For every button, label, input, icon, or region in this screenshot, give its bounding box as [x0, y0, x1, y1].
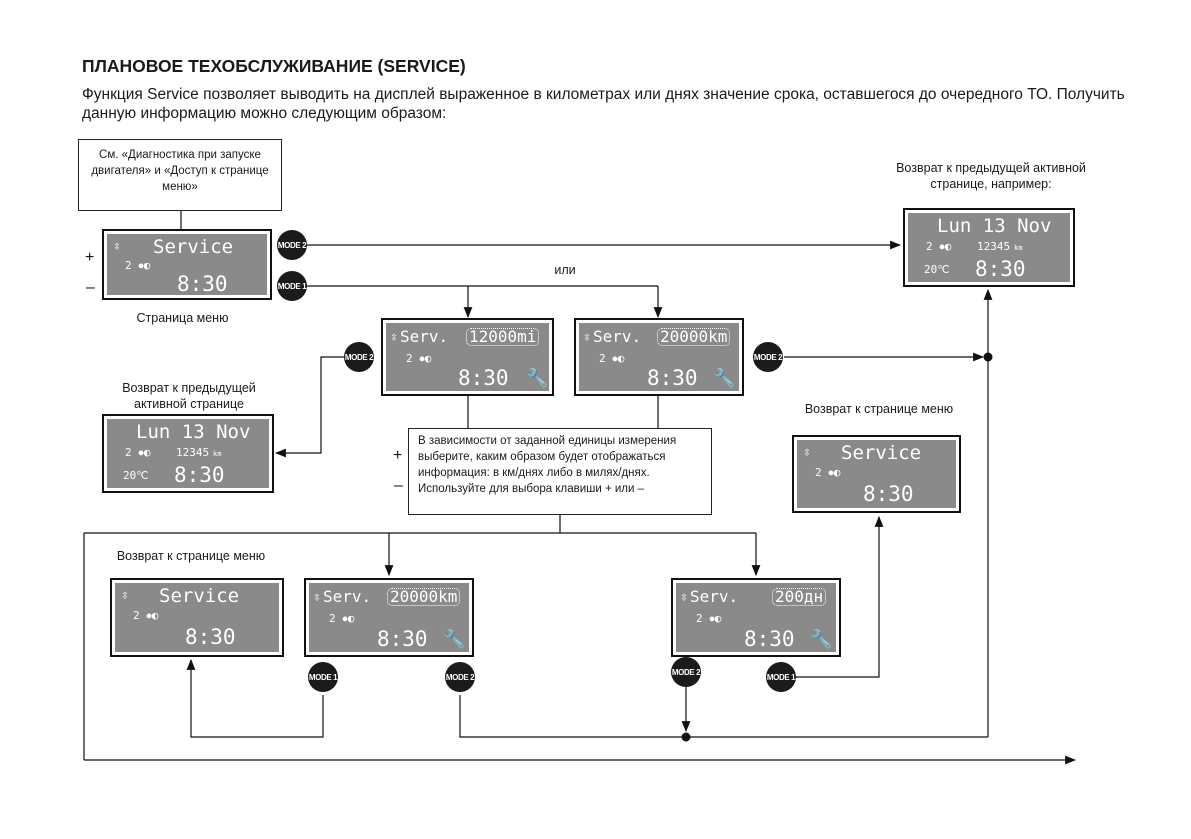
plus-key-label: + [393, 447, 403, 464]
selector-arrows-icon: ⇳ [113, 239, 121, 254]
mode2-button[interactable]: MODE 2 [445, 662, 475, 692]
clock-display: 8:30 [863, 482, 914, 506]
page-heading: ПЛАНОВОЕ ТЕХОБСЛУЖИВАНИЕ (SERVICE) [82, 56, 466, 76]
wrench-icon: 🔧 [810, 629, 833, 650]
service-km-value: 20000km [657, 328, 731, 346]
gear-lights-indicator: 2 ⦁◐ [125, 259, 151, 272]
serv-label: Serv. [323, 587, 372, 606]
odometer-value: 12345 [176, 446, 210, 459]
temperature-display: 20℃ [924, 263, 950, 276]
temperature-display: 20℃ [123, 469, 149, 482]
mode2-button[interactable]: MODE 2 [671, 657, 701, 687]
gear-lights-indicator: 2 ⦁◐ [406, 352, 432, 365]
service-menu-text: Service [159, 585, 240, 607]
service-menu-text: Service [153, 236, 234, 258]
menu-service-display: ⇳ Service 2 ⦁◐ 8:30 [102, 229, 272, 300]
selector-arrows-icon: ⇳ [121, 588, 129, 603]
service-km-display: ⇳ Serv. 20000km 2 ⦁◐ 8:30 🔧 [304, 578, 474, 657]
serv-label: Serv. [690, 587, 739, 606]
gear-lights-indicator: 2 ⦁◐ [599, 352, 625, 365]
serv-label: Serv. [400, 327, 449, 346]
clock-display: 8:30 [177, 272, 228, 295]
service-days-value: 200дн [772, 588, 827, 606]
clock-display: 8:30 [744, 627, 795, 651]
serv-label: Serv. [593, 327, 642, 346]
date-display: Lun 13 Nov [937, 215, 1052, 237]
menu-service-display: ⇳ Service 2 ⦁◐ 8:30 [792, 435, 961, 513]
wrench-icon: 🔧 [713, 368, 736, 389]
selector-arrows-icon: ⇳ [583, 330, 591, 345]
wrench-icon: 🔧 [443, 629, 466, 650]
selector-arrows-icon: ⇳ [313, 590, 321, 605]
see-diagnostics-note: См. «Диагностика при запуске двигателя» … [78, 139, 282, 211]
or-label: или [554, 263, 576, 277]
clock-display: 8:30 [647, 366, 698, 390]
date-display: Lun 13 Nov [136, 421, 251, 443]
selector-arrows-icon: ⇳ [390, 330, 398, 345]
service-miles-value: 12000mi [466, 328, 540, 346]
minus-key-label: – [86, 279, 95, 296]
mode2-button[interactable]: MODE 2 [753, 342, 783, 372]
selector-arrows-icon: ⇳ [803, 445, 811, 460]
service-menu-text: Service [841, 442, 922, 464]
service-km-value: 20000km [387, 588, 461, 606]
service-miles-display: ⇳ Serv. 12000mi 2 ⦁◐ 8:30 🔧 [381, 318, 554, 396]
return-previous-example-caption: Возврат к предыдущей активной странице, … [896, 161, 1086, 191]
selector-arrows-icon: ⇳ [680, 590, 688, 605]
mode2-button[interactable]: MODE 2 [277, 230, 307, 260]
gear-lights-indicator: 2 ⦁◐ [125, 446, 151, 459]
intro-paragraph: Функция Service позволяет выводить на ди… [82, 86, 1125, 122]
minus-key-label: – [394, 477, 403, 494]
mode1-button[interactable]: MODE 1 [766, 662, 796, 692]
previous-page-display: Lun 13 Nov 2 ⦁◐ 12345 km 20℃ 8:30 [903, 208, 1075, 287]
service-days-display: ⇳ Serv. 200дн 2 ⦁◐ 8:30 🔧 [671, 578, 841, 657]
gear-lights-indicator: 2 ⦁◐ [329, 612, 355, 625]
clock-display: 8:30 [185, 625, 236, 649]
gear-lights-indicator: 2 ⦁◐ [815, 466, 841, 479]
previous-page-display: Lun 13 Nov 2 ⦁◐ 12345 km 20℃ 8:30 [102, 414, 274, 493]
mode1-button[interactable]: MODE 1 [277, 271, 307, 301]
mode1-button[interactable]: MODE 1 [308, 662, 338, 692]
clock-display: 8:30 [975, 257, 1026, 281]
clock-display: 8:30 [174, 463, 225, 487]
odometer-unit: km [1014, 244, 1023, 252]
menu-service-display: ⇳ Service 2 ⦁◐ 8:30 [110, 578, 284, 657]
unit-selection-note: В зависимости от заданной единицы измере… [408, 428, 712, 515]
gear-lights-indicator: 2 ⦁◐ [926, 240, 952, 253]
menu-page-caption: Страница меню [136, 311, 229, 325]
return-previous-caption: Возврат к предыдущей активной странице [122, 381, 256, 411]
wrench-icon: 🔧 [526, 368, 549, 389]
gear-lights-indicator: 2 ⦁◐ [696, 612, 722, 625]
return-menu-caption: Возврат к странице меню [804, 402, 954, 416]
service-km-display: ⇳ Serv. 20000km 2 ⦁◐ 8:30 🔧 [574, 318, 744, 396]
clock-display: 8:30 [458, 366, 509, 390]
plus-key-label: + [85, 249, 95, 266]
return-menu-caption: Возврат к странице меню [116, 549, 266, 563]
odometer-unit: km [213, 450, 222, 458]
clock-display: 8:30 [377, 627, 428, 651]
odometer-value: 12345 [977, 240, 1011, 253]
gear-lights-indicator: 2 ⦁◐ [133, 609, 159, 622]
mode2-button[interactable]: MODE 2 [344, 342, 374, 372]
